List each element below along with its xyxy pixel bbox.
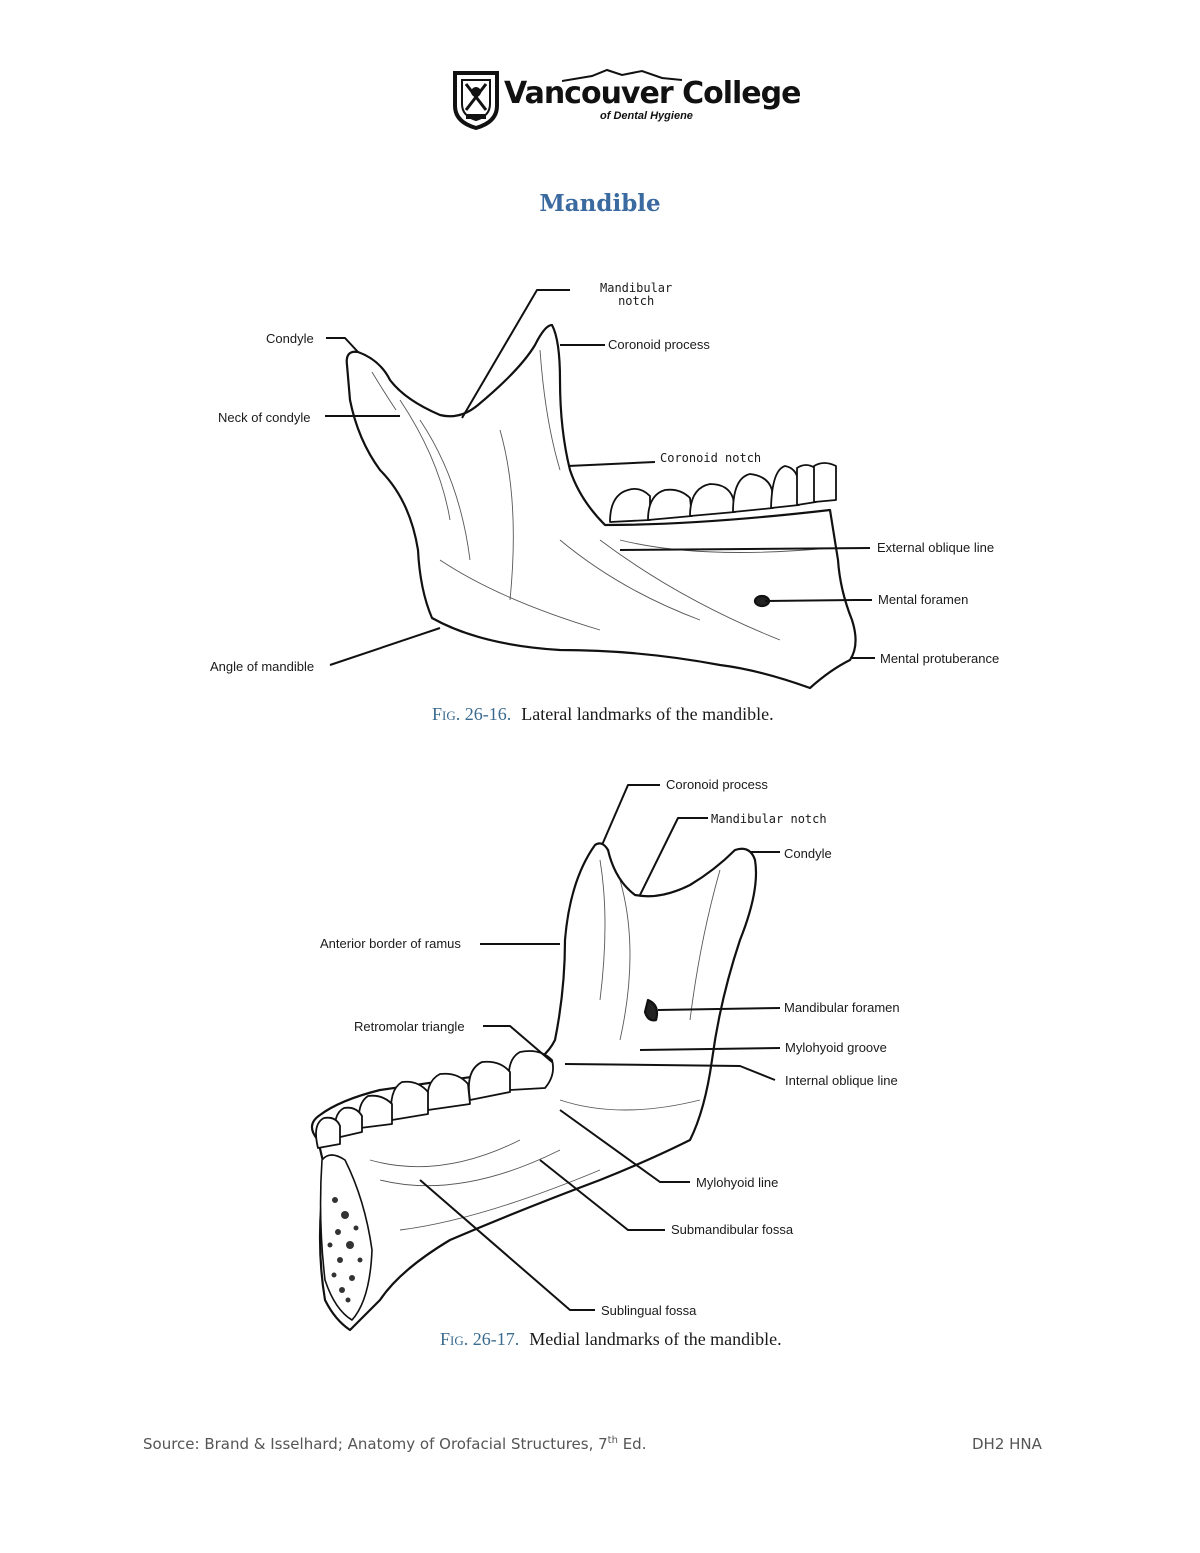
figure2-caption-number: Fig. 26-17. (440, 1329, 520, 1349)
label-coronoid-process-lateral: Coronoid process (608, 337, 710, 352)
lateral-shading (371, 349, 831, 641)
label-mandibular-notch-medial: Mandibular notch (711, 812, 827, 826)
lateral-teeth (609, 462, 837, 523)
figure1-caption-text: Lateral landmarks of the mandible. (521, 704, 774, 724)
label-mandibular-foramen: Mandibular foramen (784, 1000, 900, 1015)
cancellous-bone (327, 1197, 363, 1303)
symphysis-section (319, 1154, 373, 1321)
mandibular-foramen-mark (643, 998, 659, 1022)
crest-icon (453, 71, 499, 130)
label-condyle-lateral: Condyle (266, 331, 314, 346)
label-external-oblique-line: External oblique line (877, 540, 995, 555)
label-submandibular-fossa: Submandibular fossa (671, 1222, 794, 1237)
footer-course-code: DH2 HNA (972, 1435, 1042, 1453)
label-mental-foramen: Mental foramen (878, 592, 969, 607)
college-logo: Vancouver College of Dental Hygiene (452, 68, 801, 132)
label-mental-protuberance: Mental protuberance (880, 651, 1000, 666)
label-mandibular-notch-lateral: Mandibular notch (600, 281, 673, 308)
figure1-caption-number: Fig. 26-16. (432, 704, 512, 724)
medial-shading (369, 859, 721, 1231)
label-internal-oblique-line: Internal oblique line (785, 1073, 898, 1088)
medial-teeth (315, 1050, 554, 1149)
lateral-leader-lines (325, 289, 875, 666)
label-anterior-border-of-ramus: Anterior border of ramus (320, 936, 461, 951)
figure1-caption: Fig. 26-16. Lateral landmarks of the mand… (432, 704, 774, 725)
page-title: Mandible (539, 190, 661, 217)
label-retromolar-triangle: Retromolar triangle (354, 1019, 465, 1034)
label-coronoid-process-medial: Coronoid process (666, 777, 768, 792)
logo-text: Vancouver College (504, 76, 801, 111)
label-angle-of-mandible: Angle of mandible (210, 659, 315, 674)
label-mylohyoid-line: Mylohyoid line (696, 1175, 779, 1190)
label-neck-of-condyle: Neck of condyle (218, 410, 311, 425)
label-sublingual-fossa: Sublingual fossa (601, 1303, 697, 1318)
label-condyle-medial: Condyle (784, 846, 832, 861)
logo-subtitle: of Dental Hygiene (600, 110, 693, 122)
figure2-caption: Fig. 26-17. Medial landmarks of the mandi… (440, 1329, 782, 1350)
footer-source-text: Source: Brand & Isselhard; Anatomy of Or… (143, 1435, 608, 1453)
lateral-mandible-outline (345, 323, 857, 690)
label-coronoid-notch: Coronoid notch (660, 451, 762, 465)
footer-source: Source: Brand & Isselhard; Anatomy of Or… (143, 1435, 646, 1453)
label-mylohyoid-groove: Mylohyoid groove (785, 1040, 887, 1055)
figure2-caption-text: Medial landmarks of the mandible. (529, 1329, 782, 1349)
mountain-icon (562, 68, 682, 82)
medial-leader-lines (419, 784, 781, 1311)
footer-source-sup: th (607, 1435, 618, 1446)
footer-source-ed: Ed. (617, 1435, 647, 1453)
